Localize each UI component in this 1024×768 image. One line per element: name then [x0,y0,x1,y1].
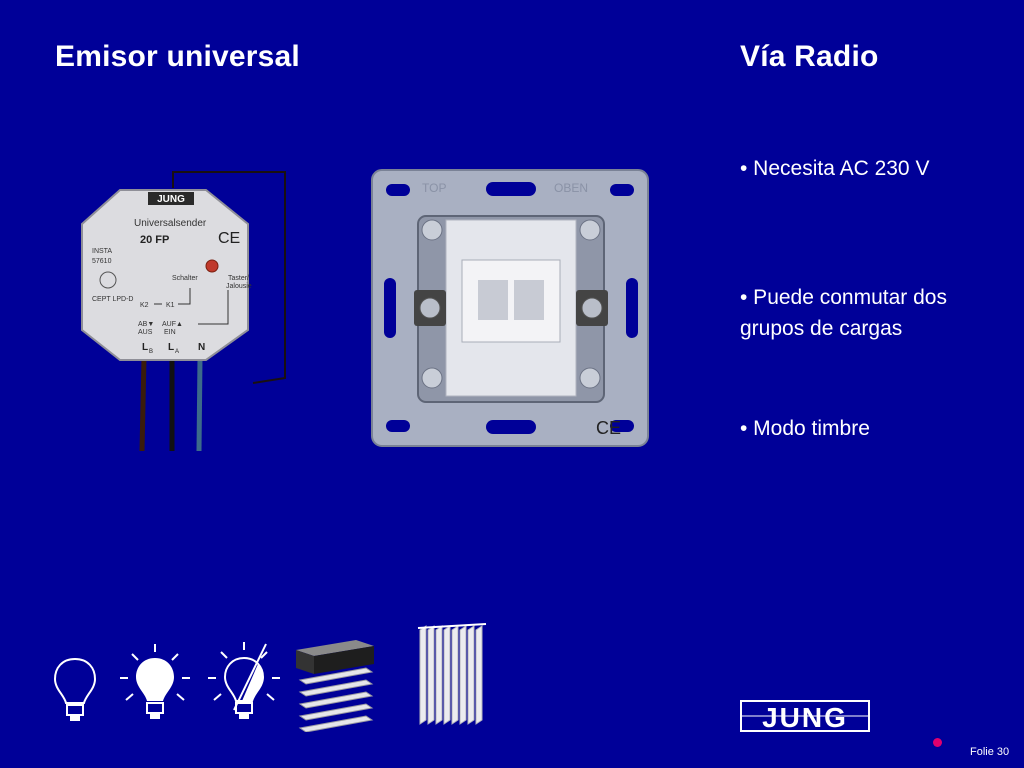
insert-oben-label: OBEN [554,181,588,195]
device-schalter-label: Schalter [172,275,198,282]
device-auf-label: AUF▲ [162,321,183,328]
slide-title-right: Vía Radio [740,40,879,73]
vertical-blind-icon [417,623,487,725]
insert-ce-mark: CE [596,418,621,438]
device-jalousie-label: Jalousie [226,283,252,290]
slide-title-left: Emisor universal [55,40,300,73]
device-lb-label: L [142,342,148,353]
device-la-label: L [168,342,174,353]
dimmer-bulb-icon [208,642,280,719]
switch-insert-image: TOP OBEN CE [371,169,649,447]
device-ab-label: AB▼ [138,321,154,328]
page-number: Folie 30 [970,746,1010,758]
brand-logo: JUNG [740,700,870,732]
device-taster-label: Taster/ [228,275,249,282]
device-insta-label: INSTA [92,248,112,255]
blind-icon [296,640,374,732]
device-la-sub: A [175,349,179,355]
device-insta-number: 57610 [92,258,112,265]
bullet-load-groups: • Puede conmutar dos grupos de cargas [740,286,947,340]
device-cept-label: CEPT LPD-D [92,296,134,303]
device-ce-mark: CE [218,230,240,247]
device-k1-label: K1 [166,302,175,309]
brand-logo-text: JUNG [762,702,848,732]
bulb-off-icon [53,657,97,721]
bulb-on-icon [120,644,190,719]
bullet-power: • Necesita AC 230 V [740,157,930,180]
accent-dot [933,738,942,747]
device-logo-text: JUNG [157,194,185,205]
device-ein-label: EIN [164,329,176,336]
device-k2-label: K2 [140,302,149,309]
bullet-bell-mode: • Modo timbre [740,417,870,440]
device-model: 20 FP [140,234,169,246]
device-lb-sub: B [149,349,153,355]
insert-top-label: TOP [422,181,446,195]
universal-transmitter-image: JUNG Universalsender 20 FP CE INSTA 5761… [81,171,286,452]
device-aus-label: AUS [138,329,153,336]
device-name: Universalsender [134,218,207,229]
device-n-label: N [198,342,205,353]
